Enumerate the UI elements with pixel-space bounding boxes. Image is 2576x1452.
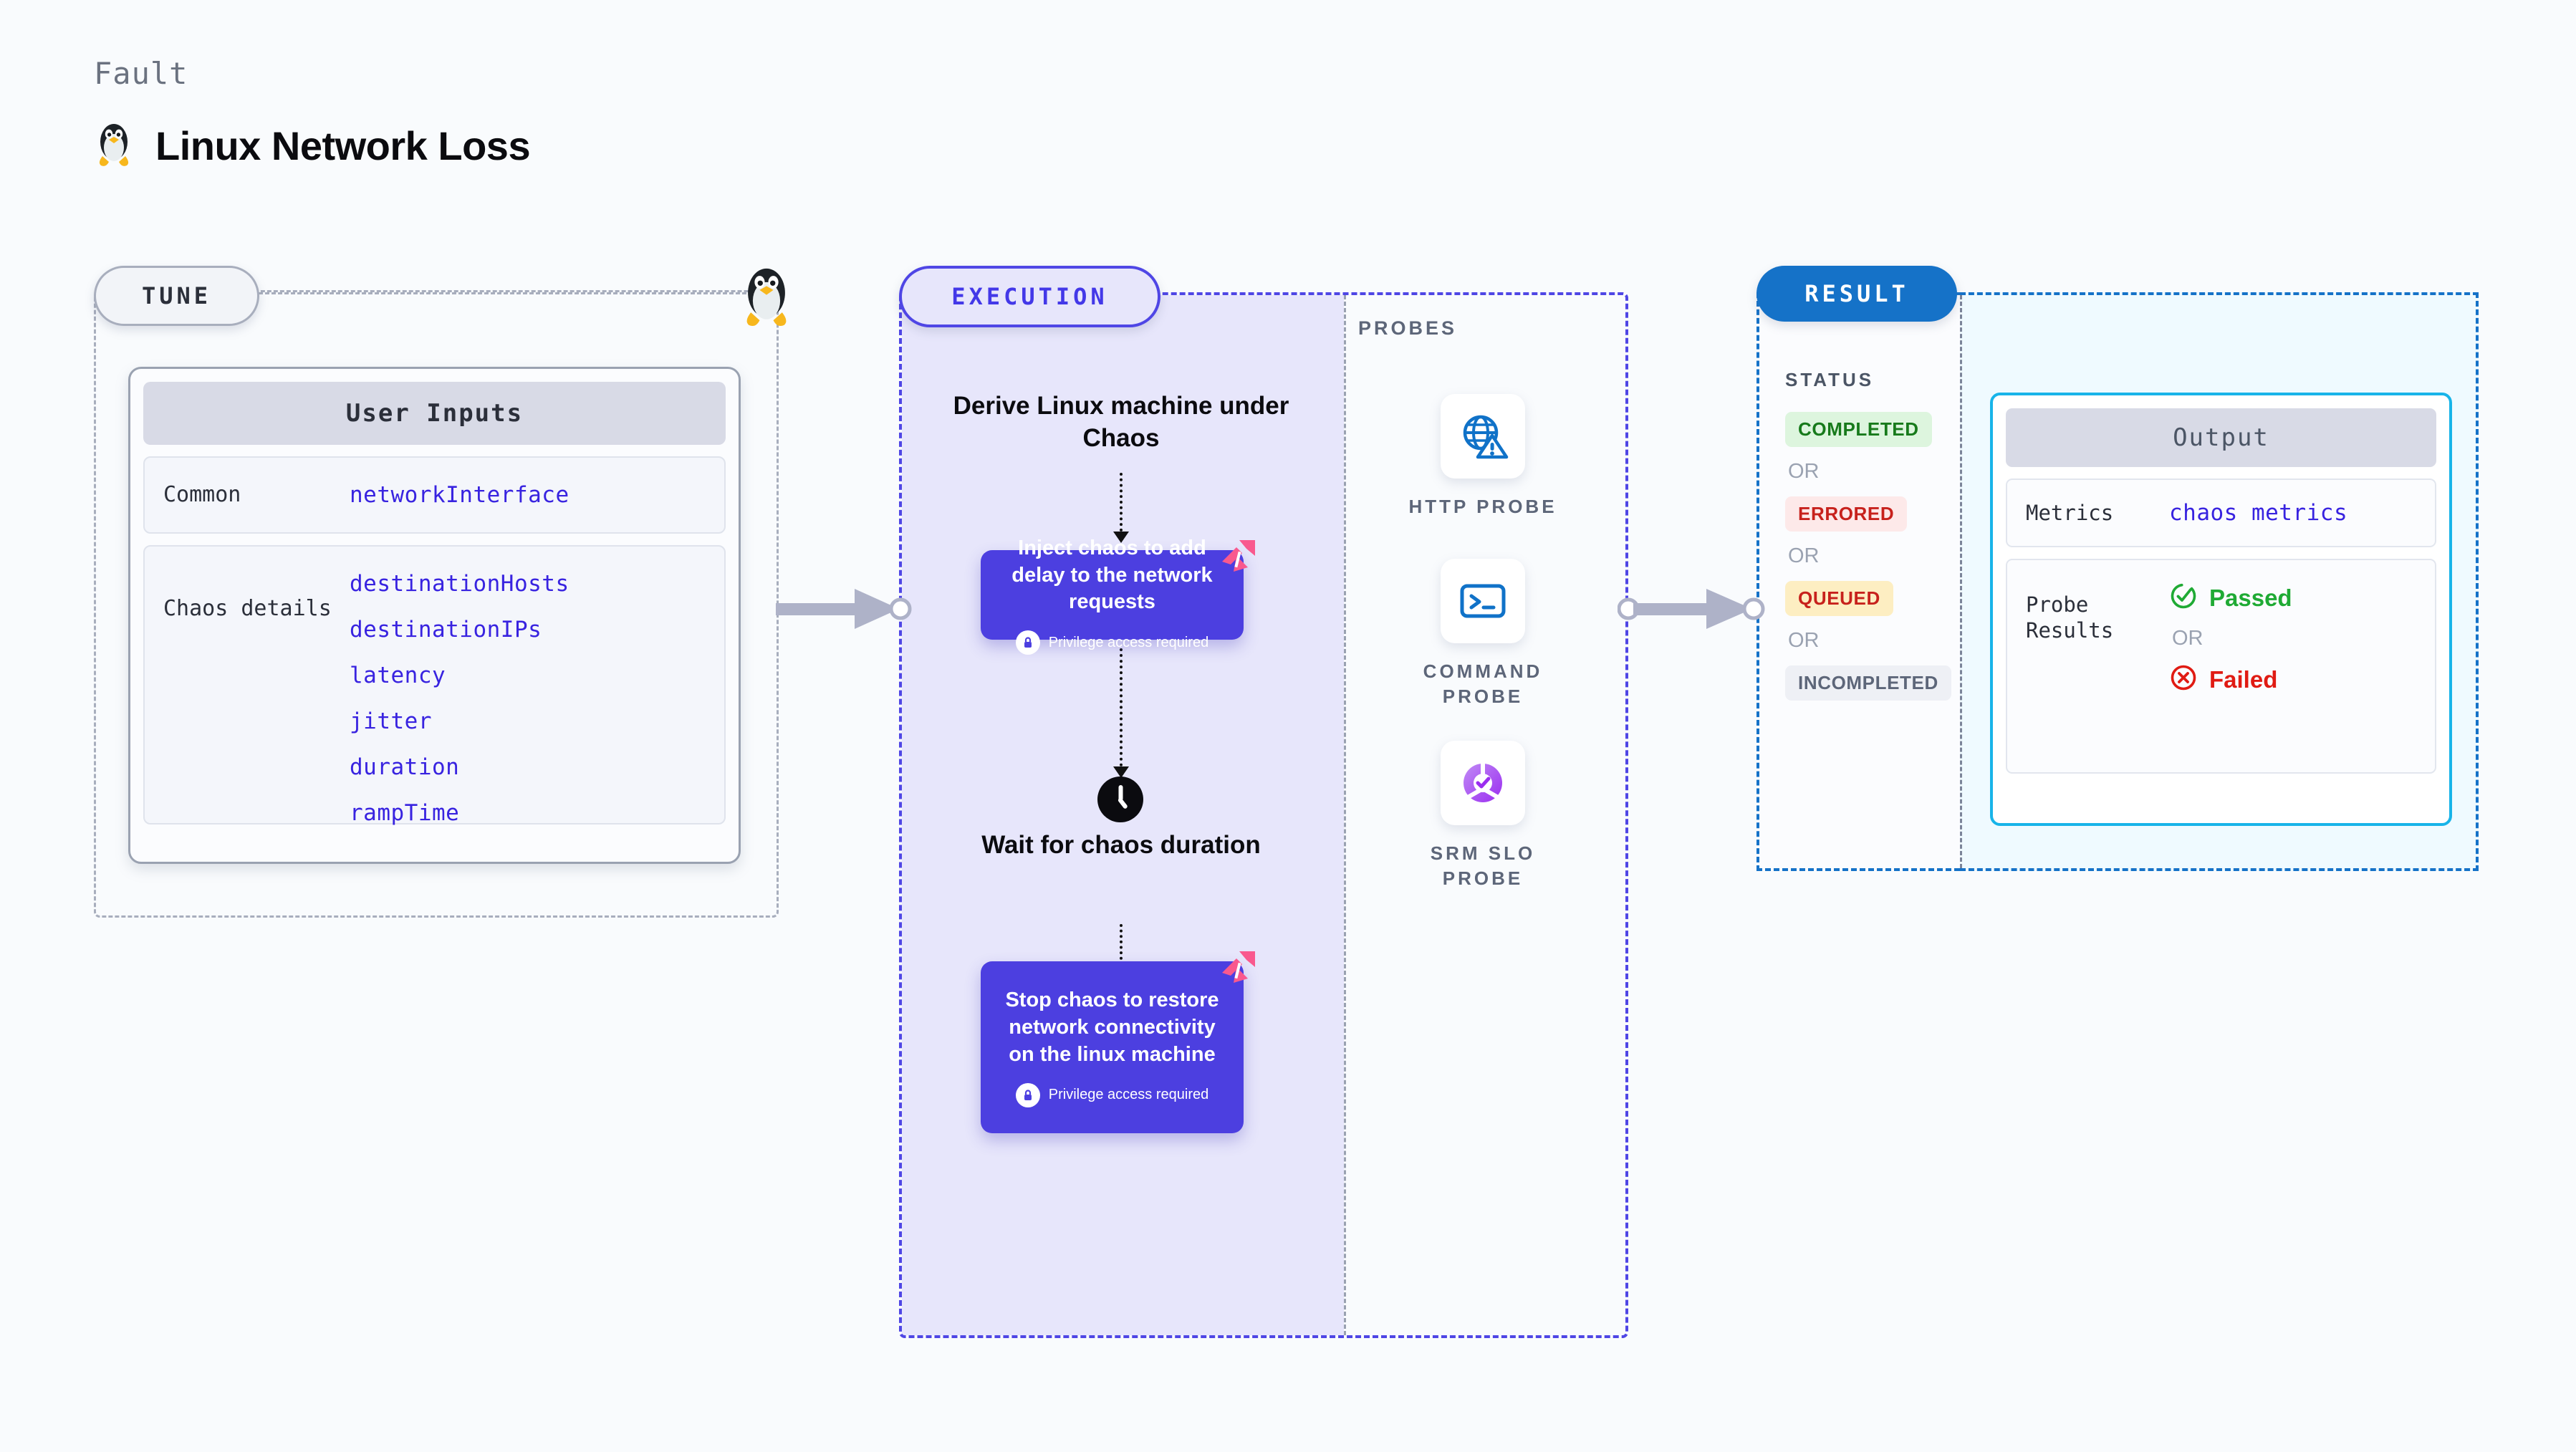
- check-circle-icon: [2169, 582, 2198, 614]
- stop-chaos-card[interactable]: Stop chaos to restore network connectivi…: [981, 951, 1255, 1133]
- inject-chaos-text: Inject chaos to add delay to the network…: [1011, 536, 1213, 614]
- or-separator: OR: [1788, 460, 1820, 483]
- slo-donut-check-icon: [1441, 741, 1525, 825]
- status-badge-completed: COMPLETED: [1785, 412, 1932, 447]
- output-row-probe-results: Probe Results Passed OR: [2006, 559, 2436, 774]
- user-inputs-card: User Inputs Common networkInterface Chao…: [128, 367, 741, 864]
- probe-result-values: Passed OR Failed: [2169, 582, 2292, 696]
- flow-arrowhead-1: [1113, 532, 1129, 543]
- probe-label: SRM SLO PROBE: [1430, 842, 1536, 890]
- privilege-text: Privilege access required: [1048, 1087, 1209, 1103]
- input-row-label: Common: [163, 482, 241, 508]
- litmus-chaos-icon: [1215, 946, 1259, 990]
- output-row-label: Probe Results: [2026, 592, 2114, 643]
- derive-step-title: Derive Linux machine under Chaos: [953, 392, 1289, 452]
- or-separator: OR: [2172, 627, 2203, 650]
- globe-warning-icon: [1441, 394, 1525, 479]
- probe-srm-slo[interactable]: SRM SLO PROBE: [1390, 741, 1576, 891]
- output-card: Output Metrics chaos metrics Probe Resul…: [1990, 393, 2452, 826]
- probe-result-failed: Failed: [2169, 663, 2292, 696]
- status-list: COMPLETED OR ERRORED OR QUEUED OR INCOMP…: [1785, 412, 1951, 701]
- arrow-probes-to-result: [1617, 580, 1768, 638]
- execution-pill[interactable]: EXECUTION: [899, 266, 1160, 327]
- probe-passed-text: Passed: [2209, 584, 2292, 611]
- output-header: Output: [2006, 408, 2436, 467]
- flow-connector-3: [1120, 924, 1123, 987]
- linux-tux-icon: [738, 264, 795, 328]
- litmus-chaos-icon: [1215, 534, 1259, 579]
- privilege-notice: Privilege access required: [1015, 630, 1209, 655]
- clock-icon: [1096, 775, 1145, 824]
- execution-probes-divider: [1344, 295, 1346, 1335]
- tune-pill[interactable]: TUNE: [94, 266, 259, 326]
- probe-result-passed: Passed: [2169, 582, 2292, 614]
- page-eyebrow: Fault: [94, 56, 188, 91]
- probe-http[interactable]: HTTP PROBE: [1390, 394, 1576, 519]
- page-title-row: Linux Network Loss: [94, 120, 531, 171]
- input-row-values: destinationHosts destinationIPs latency …: [350, 571, 569, 826]
- input-value: destinationIPs: [350, 617, 542, 643]
- x-circle-icon: [2169, 663, 2198, 696]
- status-badge-incompleted: INCOMPLETED: [1785, 665, 1951, 701]
- or-separator: OR: [1788, 544, 1820, 567]
- input-value: duration: [350, 754, 460, 780]
- input-value: latency: [350, 663, 446, 688]
- input-row-common: Common networkInterface: [143, 456, 726, 534]
- result-pill[interactable]: RESULT: [1756, 266, 1957, 322]
- status-badge-queued: QUEUED: [1785, 581, 1893, 616]
- output-row-metrics: Metrics chaos metrics: [2006, 479, 2436, 547]
- status-section-label: STATUS: [1785, 369, 1875, 390]
- status-badge-errored: ERRORED: [1785, 496, 1908, 532]
- probe-failed-text: Failed: [2209, 665, 2278, 693]
- output-row-label: Metrics: [2026, 500, 2114, 525]
- probe-label: HTTP PROBE: [1408, 496, 1557, 517]
- probe-command[interactable]: COMMAND PROBE: [1390, 559, 1576, 709]
- user-inputs-header: User Inputs: [143, 382, 726, 445]
- probe-label: COMMAND PROBE: [1423, 660, 1543, 708]
- input-row-values: networkInterface: [350, 482, 569, 508]
- result-panel-divider: [1960, 295, 1962, 868]
- flow-connector-2: [1120, 648, 1123, 766]
- output-metrics-value: chaos metrics: [2169, 500, 2348, 526]
- input-row-chaos-details: Chaos details destinationHosts destinati…: [143, 545, 726, 826]
- privilege-notice: Privilege access required: [1015, 1082, 1209, 1107]
- input-value: networkInterface: [350, 482, 569, 508]
- input-value: rampTime: [350, 800, 460, 826]
- linux-tux-icon: [94, 120, 134, 171]
- page-title: Linux Network Loss: [155, 123, 531, 168]
- probes-section-label: PROBES: [1358, 317, 1458, 339]
- lock-icon: [1015, 630, 1040, 655]
- flow-arrowhead-2: [1113, 766, 1129, 778]
- wait-step-title: Wait for chaos duration: [981, 831, 1261, 859]
- privilege-text: Privilege access required: [1048, 634, 1209, 650]
- inject-chaos-card[interactable]: Inject chaos to add delay to the network…: [981, 537, 1255, 655]
- lock-icon: [1015, 1082, 1040, 1107]
- terminal-icon: [1441, 559, 1525, 643]
- execution-probes-panel: [899, 292, 1628, 1338]
- or-separator: OR: [1788, 629, 1820, 652]
- tune-top-dash-line: [252, 292, 746, 294]
- stop-chaos-text: Stop chaos to restore network connectivi…: [1005, 989, 1219, 1066]
- arrow-tune-to-execution: [770, 580, 913, 638]
- flow-connector-1: [1120, 473, 1123, 532]
- input-value: destinationHosts: [350, 571, 569, 597]
- input-row-label: Chaos details: [163, 596, 332, 621]
- input-value: jitter: [350, 708, 432, 734]
